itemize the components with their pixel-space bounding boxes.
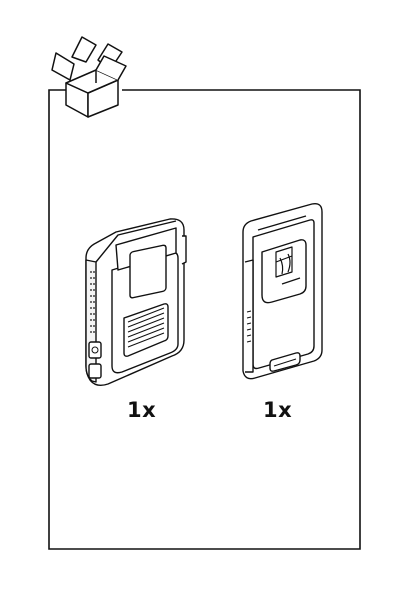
belt-clip-illustration [243, 204, 322, 379]
body-camera-quantity: 1x [127, 398, 156, 422]
power-button-icon [89, 342, 101, 358]
body-camera-illustration [86, 219, 186, 385]
open-box-icon [52, 37, 126, 117]
belt-clip-quantity: 1x [263, 398, 292, 422]
